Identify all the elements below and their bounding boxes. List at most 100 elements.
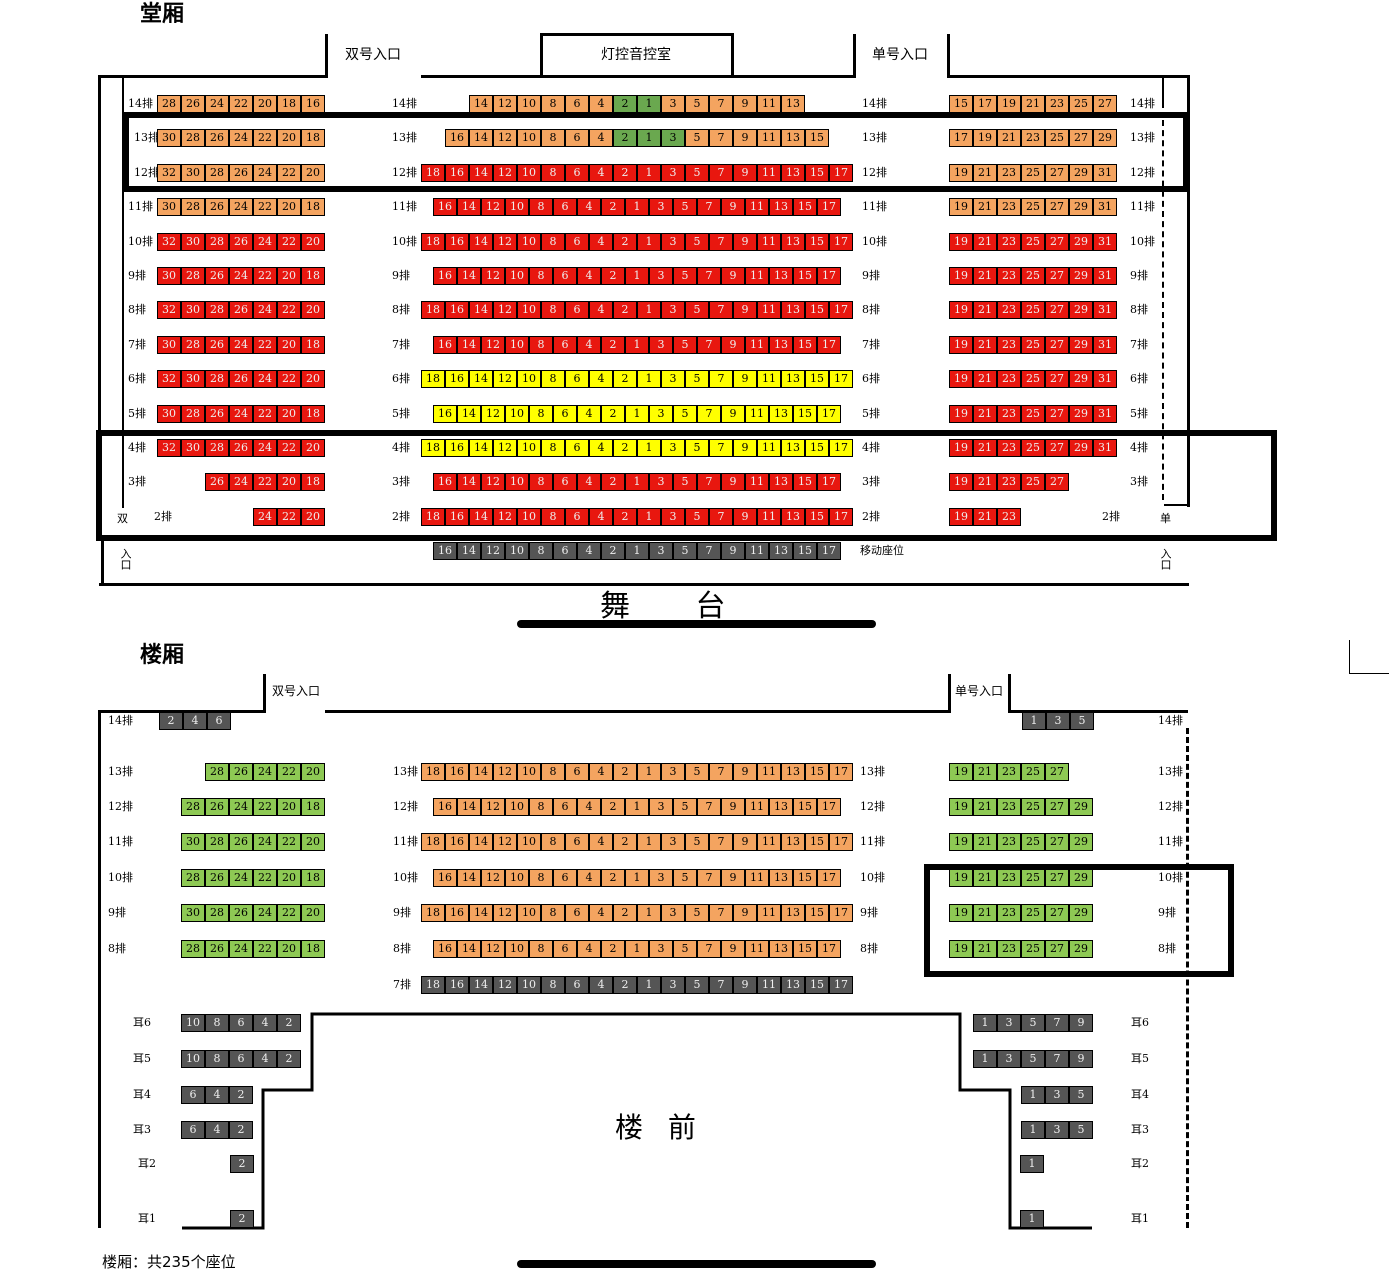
hall-center-seat-10[interactable]: 10 bbox=[505, 336, 529, 354]
balcony-left-seat-26[interactable]: 26 bbox=[205, 869, 229, 887]
hall-left-seat-20[interactable]: 20 bbox=[277, 129, 301, 147]
hall-right-seat-25[interactable]: 25 bbox=[1021, 370, 1045, 388]
hall-center-seat-3[interactable]: 3 bbox=[649, 267, 673, 285]
hall-center-seat-9[interactable]: 9 bbox=[733, 370, 757, 388]
hall-right-seat-27[interactable]: 27 bbox=[1045, 164, 1069, 182]
hall-left-seat-28[interactable]: 28 bbox=[181, 198, 205, 216]
hall-center-seat-17[interactable]: 17 bbox=[817, 405, 841, 423]
hall-right-seat-17[interactable]: 17 bbox=[973, 95, 997, 113]
balcony-right-seat-25[interactable]: 25 bbox=[1021, 940, 1045, 958]
hall-center-seat-8[interactable]: 8 bbox=[529, 473, 553, 491]
hall-center-seat-13[interactable]: 13 bbox=[769, 473, 793, 491]
balcony-center-seat-5[interactable]: 5 bbox=[685, 976, 709, 994]
hall-center-seat-18[interactable]: 18 bbox=[421, 508, 445, 526]
hall-right-seat-21[interactable]: 21 bbox=[973, 473, 997, 491]
hall-center-seat-5[interactable]: 5 bbox=[685, 233, 709, 251]
hall-center-seat-13[interactable]: 13 bbox=[781, 95, 805, 113]
hall-center-seat-8[interactable]: 8 bbox=[529, 405, 553, 423]
balcony-left-seat-30[interactable]: 30 bbox=[181, 904, 205, 922]
balcony-left-seat-4[interactable]: 4 bbox=[183, 712, 207, 730]
hall-right-seat-23[interactable]: 23 bbox=[997, 301, 1021, 319]
hall-center-seat-6[interactable]: 6 bbox=[565, 439, 589, 457]
balcony-left-seat-22[interactable]: 22 bbox=[253, 798, 277, 816]
hall-center-seat-5[interactable]: 5 bbox=[685, 439, 709, 457]
hall-center-seat-17[interactable]: 17 bbox=[817, 336, 841, 354]
balcony-center-seat-11[interactable]: 11 bbox=[745, 869, 769, 887]
hall-right-seat-27[interactable]: 27 bbox=[1045, 233, 1069, 251]
balcony-right-seat-21[interactable]: 21 bbox=[973, 833, 997, 851]
hall-right-seat-21[interactable]: 21 bbox=[973, 164, 997, 182]
balcony-center-seat-5[interactable]: 5 bbox=[673, 798, 697, 816]
hall-center-seat-16[interactable]: 16 bbox=[445, 129, 469, 147]
hall-right-seat-21[interactable]: 21 bbox=[973, 508, 997, 526]
hall-center-seat-4[interactable]: 4 bbox=[589, 95, 613, 113]
balcony-right-seat-23[interactable]: 23 bbox=[997, 904, 1021, 922]
hall-center-seat-7[interactable]: 7 bbox=[709, 439, 733, 457]
hall-center-seat-2[interactable]: 2 bbox=[613, 95, 637, 113]
hall-right-seat-21[interactable]: 21 bbox=[1021, 95, 1045, 113]
hall-right-seat-31[interactable]: 31 bbox=[1093, 370, 1117, 388]
hall-center-seat-10[interactable]: 10 bbox=[517, 370, 541, 388]
balcony-left-seat-22[interactable]: 22 bbox=[277, 833, 301, 851]
hall-left-seat-30[interactable]: 30 bbox=[157, 198, 181, 216]
hall-left-seat-26[interactable]: 26 bbox=[205, 198, 229, 216]
balcony-left-seat-22[interactable]: 22 bbox=[253, 869, 277, 887]
ear-right-seat-9[interactable]: 9 bbox=[1069, 1014, 1093, 1032]
ear-right-seat-3[interactable]: 3 bbox=[1045, 1121, 1069, 1139]
hall-center-seat-3[interactable]: 3 bbox=[661, 233, 685, 251]
hall-center-seat-4[interactable]: 4 bbox=[577, 336, 601, 354]
hall-right-seat-29[interactable]: 29 bbox=[1069, 164, 1093, 182]
balcony-center-seat-15[interactable]: 15 bbox=[805, 833, 829, 851]
balcony-left-seat-22[interactable]: 22 bbox=[277, 904, 301, 922]
hall-center-seat-17[interactable]: 17 bbox=[817, 267, 841, 285]
hall-center-seat-2[interactable]: 2 bbox=[613, 233, 637, 251]
hall-left-seat-28[interactable]: 28 bbox=[205, 439, 229, 457]
balcony-left-seat-20[interactable]: 20 bbox=[277, 940, 301, 958]
hall-center-seat-12[interactable]: 12 bbox=[493, 129, 517, 147]
hall-center-seat-14[interactable]: 14 bbox=[469, 129, 493, 147]
hall-center-seat-15[interactable]: 15 bbox=[805, 508, 829, 526]
hall-center-seat-1[interactable]: 1 bbox=[637, 95, 661, 113]
balcony-center-seat-9[interactable]: 9 bbox=[733, 976, 757, 994]
hall-center-seat-12[interactable]: 12 bbox=[493, 164, 517, 182]
hall-right-seat-29[interactable]: 29 bbox=[1069, 370, 1093, 388]
hall-center-seat-18[interactable]: 18 bbox=[421, 233, 445, 251]
balcony-right-seat-27[interactable]: 27 bbox=[1045, 833, 1069, 851]
hall-center-seat-16[interactable]: 16 bbox=[445, 370, 469, 388]
balcony-center-seat-2[interactable]: 2 bbox=[601, 798, 625, 816]
balcony-center-seat-18[interactable]: 18 bbox=[421, 976, 445, 994]
hall-right-seat-23[interactable]: 23 bbox=[1021, 129, 1045, 147]
ear-left-seat-6[interactable]: 6 bbox=[181, 1086, 205, 1104]
hall-center-seat-14[interactable]: 14 bbox=[457, 473, 481, 491]
hall-center-seat-5[interactable]: 5 bbox=[685, 129, 709, 147]
ear-right-seat-9[interactable]: 9 bbox=[1069, 1050, 1093, 1068]
hall-center-seat-9[interactable]: 9 bbox=[721, 542, 745, 560]
hall-right-seat-23[interactable]: 23 bbox=[997, 267, 1021, 285]
balcony-right-seat-23[interactable]: 23 bbox=[997, 869, 1021, 887]
balcony-center-seat-16[interactable]: 16 bbox=[445, 904, 469, 922]
balcony-left-seat-24[interactable]: 24 bbox=[229, 940, 253, 958]
balcony-center-seat-17[interactable]: 17 bbox=[829, 976, 853, 994]
hall-left-seat-18[interactable]: 18 bbox=[277, 95, 301, 113]
hall-center-seat-12[interactable]: 12 bbox=[493, 301, 517, 319]
hall-left-seat-24[interactable]: 24 bbox=[205, 95, 229, 113]
balcony-right-seat-29[interactable]: 29 bbox=[1069, 833, 1093, 851]
hall-center-seat-2[interactable]: 2 bbox=[613, 129, 637, 147]
balcony-left-seat-6[interactable]: 6 bbox=[207, 712, 231, 730]
hall-right-seat-25[interactable]: 25 bbox=[1045, 129, 1069, 147]
ear-left-seat-6[interactable]: 6 bbox=[229, 1014, 253, 1032]
hall-left-seat-20[interactable]: 20 bbox=[301, 233, 325, 251]
hall-right-seat-29[interactable]: 29 bbox=[1069, 301, 1093, 319]
hall-center-seat-1[interactable]: 1 bbox=[625, 198, 649, 216]
hall-center-seat-2[interactable]: 2 bbox=[613, 439, 637, 457]
hall-center-seat-9[interactable]: 9 bbox=[733, 233, 757, 251]
balcony-center-seat-12[interactable]: 12 bbox=[493, 833, 517, 851]
hall-center-seat-2[interactable]: 2 bbox=[601, 405, 625, 423]
hall-right-seat-23[interactable]: 23 bbox=[997, 198, 1021, 216]
balcony-center-seat-12[interactable]: 12 bbox=[481, 869, 505, 887]
balcony-center-seat-10[interactable]: 10 bbox=[517, 833, 541, 851]
hall-center-seat-11[interactable]: 11 bbox=[757, 233, 781, 251]
ear-right-seat-7[interactable]: 7 bbox=[1045, 1050, 1069, 1068]
hall-right-seat-27[interactable]: 27 bbox=[1093, 95, 1117, 113]
balcony-center-seat-16[interactable]: 16 bbox=[433, 940, 457, 958]
